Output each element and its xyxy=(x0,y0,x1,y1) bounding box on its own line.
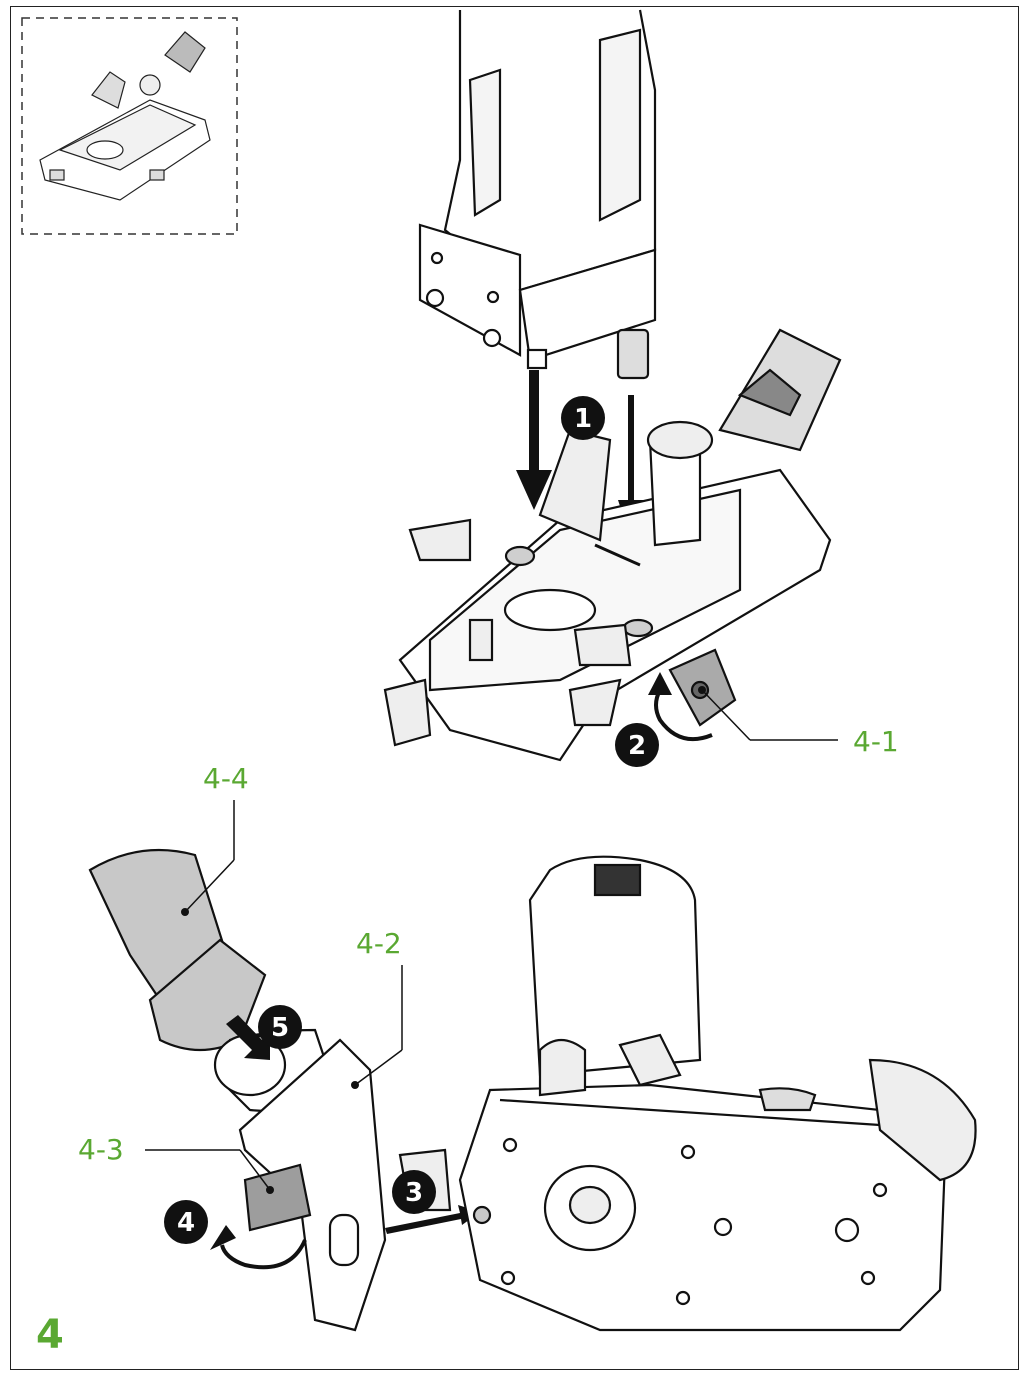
step-badge-4-label: 4 xyxy=(177,1208,195,1238)
attach-arrow-5 xyxy=(226,1015,270,1060)
callout-4-3: 4-3 xyxy=(78,1133,124,1166)
router-motor-top xyxy=(418,9,657,380)
callout-lines xyxy=(145,800,403,1191)
overview-inset xyxy=(21,17,238,235)
step-badge-1-label: 1 xyxy=(574,404,592,434)
rotate-arrow-4 xyxy=(210,1225,307,1270)
step-badge-2: 2 xyxy=(615,723,659,767)
step-badge-3-label: 3 xyxy=(405,1178,423,1208)
step-badge-5-label: 5 xyxy=(271,1013,289,1043)
figure-number: 4 xyxy=(36,1312,64,1358)
step-badge-1: 1 xyxy=(561,396,605,440)
router-bottom-view xyxy=(398,855,977,1332)
step-badge-3: 3 xyxy=(392,1170,436,1214)
dust-extraction-adapter xyxy=(88,848,387,1332)
callout-4-4: 4-4 xyxy=(203,762,249,795)
step-badge-5: 5 xyxy=(258,1005,302,1049)
slide-arrow-3 xyxy=(385,1205,480,1234)
callout-4-2: 4-2 xyxy=(356,927,402,960)
base-plate-assembly xyxy=(383,328,842,762)
step-badge-2-label: 2 xyxy=(628,731,646,761)
step-badge-4: 4 xyxy=(164,1200,208,1244)
rotate-arrow-2 xyxy=(648,672,713,742)
callout-4-1: 4-1 xyxy=(853,725,899,758)
figure-frame xyxy=(10,6,1019,1370)
